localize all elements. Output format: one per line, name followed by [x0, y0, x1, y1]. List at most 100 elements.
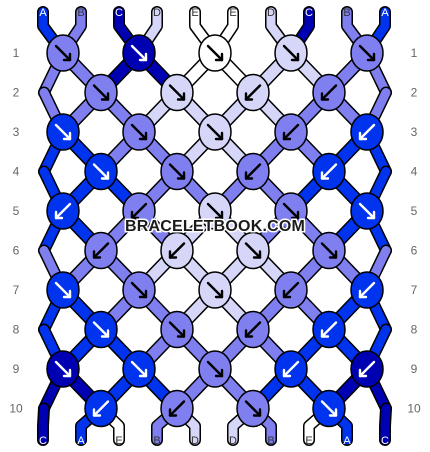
- arrow-head: [62, 52, 72, 62]
- arrow-head: [62, 131, 72, 141]
- knot-arrow-icon: [92, 84, 110, 101]
- arrow-shaft: [244, 400, 262, 417]
- knot-arrow-icon: [206, 123, 224, 141]
- bottom-strand-label: B: [153, 435, 160, 447]
- arrow-head: [290, 210, 300, 220]
- arrow-head: [366, 52, 376, 62]
- knot-arrow-icon: [54, 360, 72, 378]
- arrow-shaft: [244, 242, 262, 259]
- top-strand-label: A: [39, 7, 47, 19]
- knot-arrow-icon: [358, 202, 376, 220]
- arrow-head: [176, 171, 186, 180]
- knot-arrow-icon: [206, 44, 224, 62]
- top-strand-label: A: [381, 7, 389, 19]
- knot-arrow-icon: [92, 163, 110, 180]
- knot-arrow-icon: [358, 123, 376, 141]
- knot-arrow-icon: [54, 44, 72, 62]
- arrow-head: [320, 92, 330, 101]
- arrow-shaft: [320, 163, 338, 180]
- arrow-shaft: [130, 202, 148, 220]
- bottom-strand: [380, 404, 391, 445]
- top-strand-label: D: [153, 7, 161, 19]
- row-number-left: 3: [13, 125, 20, 139]
- row-number-right: 2: [411, 86, 418, 100]
- arrow-head: [214, 52, 224, 62]
- arrow-head: [282, 289, 292, 299]
- watermark-text: BRACELETBOOK.COM: [125, 218, 305, 235]
- arrow-head: [282, 131, 292, 141]
- bottom-strand-label: A: [77, 435, 85, 447]
- knot-arrow-icon: [244, 242, 262, 259]
- arrow-shaft: [358, 202, 376, 220]
- arrow-shaft: [358, 281, 376, 299]
- knot-arrow-icon: [130, 202, 148, 220]
- arrow-shaft: [92, 321, 110, 338]
- top-strand-label: C: [305, 7, 313, 19]
- arrow-shaft: [92, 84, 110, 101]
- arrow-shaft: [282, 202, 300, 220]
- knot-arrow-icon: [244, 84, 262, 101]
- arrow-head: [138, 368, 148, 378]
- knot-arrow-icon: [168, 163, 186, 180]
- knot-arrow-icon: [206, 202, 224, 220]
- knot-arrow-icon: [282, 123, 300, 141]
- arrow-shaft: [282, 360, 300, 378]
- row-number-left: 7: [13, 283, 20, 297]
- arrow-shaft: [54, 281, 72, 299]
- arrow-shaft: [130, 360, 148, 378]
- arrow-shaft: [320, 321, 338, 338]
- knot-arrow-icon: [320, 242, 338, 259]
- arrow-head: [100, 92, 110, 101]
- knot-arrow-icon: [282, 202, 300, 220]
- knot-arrow-icon: [54, 123, 72, 141]
- row-number-right: 3: [411, 125, 418, 139]
- arrow-shaft: [168, 400, 186, 417]
- arrow-shaft: [92, 400, 110, 417]
- row-number-left: 4: [13, 165, 20, 179]
- row-number-left: 10: [9, 402, 23, 416]
- knot-arrow-icon: [130, 44, 148, 62]
- arrow-head: [176, 329, 186, 338]
- knot-arrow-icon: [320, 163, 338, 180]
- arrow-shaft: [244, 321, 262, 338]
- arrow-shaft: [168, 84, 186, 101]
- arrow-head: [214, 368, 224, 378]
- bottom-strand-label: D: [191, 435, 199, 447]
- knot-arrow-icon: [358, 360, 376, 378]
- knot-arrow-icon: [168, 321, 186, 338]
- knot-arrow-icon: [54, 202, 72, 220]
- knot-arrow-icon: [130, 281, 148, 299]
- arrow-head: [92, 250, 102, 259]
- knot-arrow-icon: [358, 44, 376, 62]
- row-number-right: 5: [411, 204, 418, 218]
- knot-arrow-icon: [320, 400, 338, 417]
- knot-arrow-icon: [168, 84, 186, 101]
- arrow-shaft: [282, 281, 300, 299]
- knot-arrow-icon: [206, 360, 224, 378]
- arrow-head: [54, 210, 64, 220]
- knot-arrow-icon: [244, 163, 262, 180]
- arrow-head: [252, 250, 262, 259]
- top-strand-label: C: [115, 7, 123, 19]
- arrow-shaft: [54, 123, 72, 141]
- bottom-strand-label: C: [39, 435, 47, 447]
- row-number-left: 1: [13, 46, 20, 60]
- arrow-shaft: [54, 44, 72, 62]
- knot-arrow-icon: [92, 321, 110, 338]
- row-number-right: 9: [411, 362, 418, 376]
- arrow-head: [176, 92, 186, 101]
- arrow-head: [138, 52, 148, 62]
- row-number-left: 6: [13, 244, 20, 258]
- row-number-right: 10: [407, 402, 421, 416]
- arrow-head: [290, 52, 300, 62]
- top-strand-label: B: [77, 7, 84, 19]
- arrow-head: [138, 289, 148, 299]
- knots-layer: [46, 34, 384, 428]
- arrow-head: [252, 408, 262, 417]
- arrow-head: [214, 289, 224, 299]
- arrow-shaft: [320, 84, 338, 101]
- top-strand-label: D: [267, 7, 275, 19]
- arrow-head: [138, 131, 148, 141]
- row-number-right: 4: [411, 165, 418, 179]
